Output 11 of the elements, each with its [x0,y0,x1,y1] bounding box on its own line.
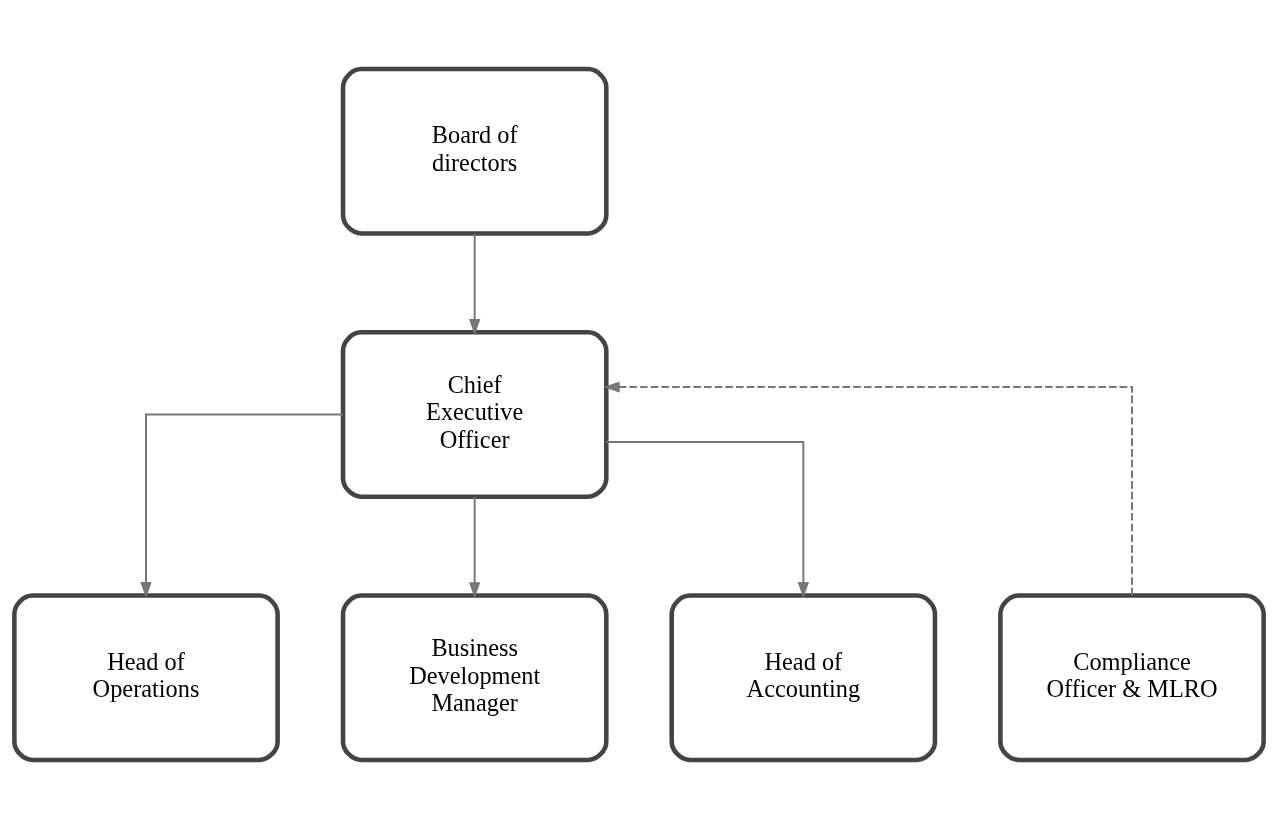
node-box: Head of Operations [12,593,280,763]
node-box: Compliance Officer & MLRO [998,593,1266,763]
node-box: Chief Executive Officer [340,330,609,499]
node-box: Business Development Manager [340,593,609,763]
arrow [603,381,1133,597]
arrow [140,413,344,599]
arrow [469,496,481,599]
arrow [469,232,481,336]
node-box: Head of Accounting [669,593,938,763]
arrow [605,440,809,599]
node-box: Board of directors [340,66,609,236]
